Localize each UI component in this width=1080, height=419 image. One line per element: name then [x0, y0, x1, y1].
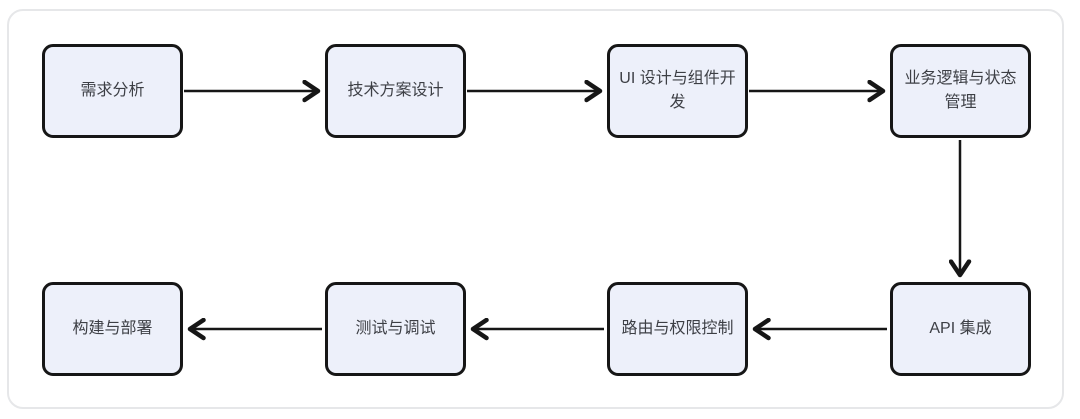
flow-node-routing-permissions: 路由与权限控制 [607, 282, 748, 376]
flow-node-requirements-analysis: 需求分析 [42, 44, 183, 138]
flow-node-label: 路由与权限控制 [621, 320, 734, 337]
flow-node-business-logic-state: 业务逻辑与状态管理 [890, 44, 1031, 138]
flow-node-label: API 集成 [929, 320, 992, 337]
flow-node-api-integration: API 集成 [890, 282, 1031, 376]
flow-node-label: 构建与部署 [72, 320, 153, 337]
flow-node-label: UI 设计与组件开发 [619, 70, 736, 111]
flow-node-label: 技术方案设计 [347, 82, 444, 99]
flow-node-technical-design: 技术方案设计 [325, 44, 466, 138]
flow-node-label: 业务逻辑与状态管理 [904, 70, 1017, 111]
flow-node-label: 需求分析 [80, 82, 145, 99]
flow-node-build-deployment: 构建与部署 [42, 282, 183, 376]
flow-node-label: 测试与调试 [355, 320, 436, 337]
flow-node-ui-component-dev: UI 设计与组件开发 [607, 44, 748, 138]
flow-node-testing-debugging: 测试与调试 [325, 282, 466, 376]
canvas-card [7, 9, 1064, 409]
